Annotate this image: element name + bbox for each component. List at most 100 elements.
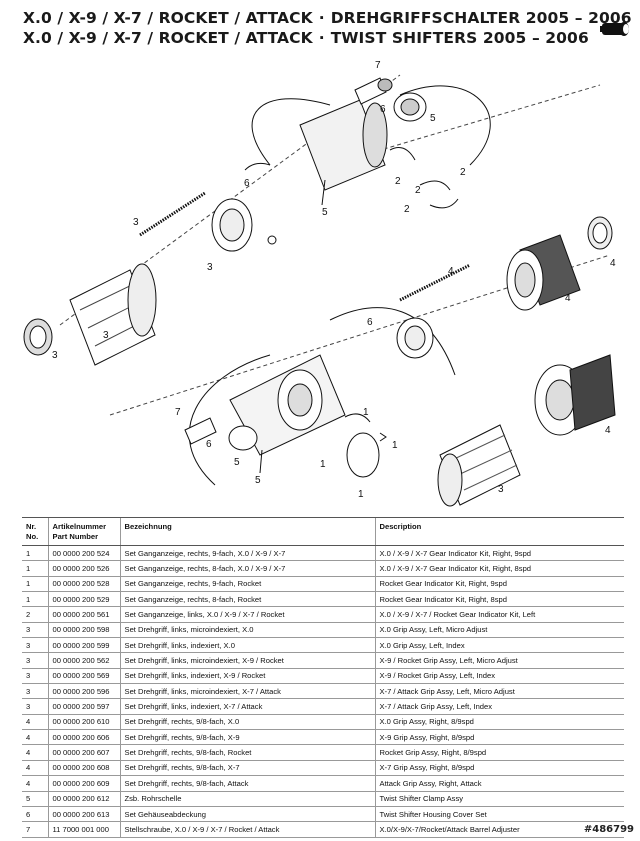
cell-part-number: 11 7000 001 000 xyxy=(47,821,120,838)
cell-bezeichnung: Set Drehgriff, rechts, 9/8-fach, Rocket xyxy=(119,744,375,761)
title-product: TWIST SHIFTERS 2005 – 2006 xyxy=(330,29,589,47)
cell-description: X-7 Grip Assy, Right, 8/9spd xyxy=(374,760,624,777)
cell-part-number: 00 0000 200 562 xyxy=(47,652,120,669)
right-indicator-part xyxy=(396,317,434,359)
title-english: X.0 / X-9 / X-7 / ROCKET / ATTACK·TWIST … xyxy=(23,28,589,48)
page-header: X.0 / X-9 / X-7 / ROCKET / ATTACK·DREHGR… xyxy=(23,8,632,48)
twist-shifter-icon xyxy=(600,22,629,36)
title-models: X.0 / X-9 / X-7 / ROCKET / ATTACK xyxy=(23,9,313,27)
title-german: X.0 / X-9 / X-7 / ROCKET / ATTACK·DREHGR… xyxy=(23,8,632,28)
exploded-parts-diagram: 7 6 5 6 2 2 2 2 5 3 3 3 3 4 4 4 6 7 6 5 … xyxy=(23,60,616,507)
cell-number: 4 xyxy=(22,744,48,761)
callout-4: 4 xyxy=(605,425,611,436)
cell-number: 1 xyxy=(22,560,48,577)
cell-description: X.0 / X-9 / X-7 / Rocket Gear Indicator … xyxy=(374,606,624,623)
cell-description: X-9 / Rocket Grip Assy, Left, Index xyxy=(374,668,624,685)
callout-6: 6 xyxy=(367,317,373,328)
callout-2: 2 xyxy=(404,204,410,215)
cell-number: 3 xyxy=(22,668,48,685)
cell-description: X.0/X-9/X-7/Rocket/Attack Barrel Adjuste… xyxy=(374,821,624,838)
callout-7: 7 xyxy=(175,407,181,418)
callout-6: 6 xyxy=(206,439,212,450)
cell-number: 7 xyxy=(22,821,48,838)
cell-number: 5 xyxy=(22,791,48,807)
cell-bezeichnung: Set Drehgriff, links, microindexiert, X-… xyxy=(119,652,375,669)
cell-number: 3 xyxy=(22,698,48,715)
cell-part-number: 00 0000 200 526 xyxy=(47,560,120,577)
left-grip-part xyxy=(69,263,157,366)
cell-description: X-7 / Attack Grip Assy, Left, Micro Adju… xyxy=(374,683,624,700)
cell-description: Twist Shifter Clamp Assy xyxy=(374,791,624,807)
cell-part-number: 00 0000 200 607 xyxy=(47,744,120,761)
cell-bezeichnung: Set Drehgriff, rechts, 9/8-fach, X-7 xyxy=(119,760,375,777)
cell-description: Rocket Gear Indicator Kit, Right, 9spd xyxy=(374,576,624,593)
cell-bezeichnung: Set Gehäuseabdeckung xyxy=(119,806,375,823)
end-ring-part xyxy=(23,318,53,356)
cell-bezeichnung: Set Drehgriff, links, microindexiert, X.… xyxy=(119,622,375,639)
cell-part-number: 00 0000 200 529 xyxy=(47,591,120,608)
cell-bezeichnung: Set Ganganzeige, rechts, 9-fach, X.0 / X… xyxy=(119,545,375,562)
cell-bezeichnung: Set Drehgriff, links, indexiert, X-7 / A… xyxy=(119,698,375,715)
callout-5: 5 xyxy=(322,207,328,218)
callout-2: 2 xyxy=(415,185,421,196)
cell-bezeichnung: Zsb. Rohrschelle xyxy=(119,791,375,807)
cell-description: X.0 Grip Assy, Right, 8/9spd xyxy=(374,714,624,731)
cell-part-number: 00 0000 200 609 xyxy=(47,775,120,792)
callout-5: 5 xyxy=(234,457,240,468)
callout-1: 1 xyxy=(392,440,398,451)
cell-bezeichnung: Set Ganganzeige, rechts, 8-fach, X.0 / X… xyxy=(119,560,375,577)
cell-part-number: 00 0000 200 606 xyxy=(47,729,120,746)
cell-number: 4 xyxy=(22,775,48,792)
cell-number: 4 xyxy=(22,729,48,746)
title-models: X.0 / X-9 / X-7 / ROCKET / ATTACK xyxy=(23,29,313,47)
cell-description: Rocket Gear Indicator Kit, Right, 8spd xyxy=(374,591,624,608)
cell-bezeichnung: Set Drehgriff, links, indexiert, X.0 xyxy=(119,637,375,654)
cell-description: Attack Grip Assy, Right, Attack xyxy=(374,775,624,792)
left-indicator-part xyxy=(211,198,277,252)
grip-sleeve-part xyxy=(437,424,521,507)
left-housing-part xyxy=(299,77,393,191)
cell-bezeichnung: Set Drehgriff, links, indexiert, X-9 / R… xyxy=(119,668,375,685)
cell-part-number: 00 0000 200 524 xyxy=(47,545,120,562)
cell-description: X.0 / X-9 / X-7 Gear Indicator Kit, Righ… xyxy=(374,545,624,562)
cell-bezeichnung: Set Drehgriff, links, microindexiert, X-… xyxy=(119,683,375,700)
col-header-description: Description xyxy=(374,517,624,546)
callout-2: 2 xyxy=(395,176,401,187)
callout-4: 4 xyxy=(565,293,571,304)
cell-part-number: 00 0000 200 569 xyxy=(47,668,120,685)
cell-part-number: 00 0000 200 599 xyxy=(47,637,120,654)
cell-description: X.0 Grip Assy, Left, Micro Adjust xyxy=(374,622,624,639)
reference-stamp: #486799 xyxy=(583,824,634,835)
col-header-bezeichnung: Bezeichnung xyxy=(119,517,375,546)
right-grip-part-upper xyxy=(506,216,613,311)
cell-part-number: 00 0000 200 613 xyxy=(47,806,120,823)
cell-description: X-9 / Rocket Grip Assy, Left, Micro Adju… xyxy=(374,652,624,669)
cell-description: X-7 / Attack Grip Assy, Left, Index xyxy=(374,698,624,715)
callout-3: 3 xyxy=(103,330,109,341)
cell-number: 3 xyxy=(22,622,48,639)
callout-1: 1 xyxy=(358,489,364,500)
cell-part-number: 00 0000 200 612 xyxy=(47,791,120,807)
callout-7: 7 xyxy=(375,60,381,71)
callout-5: 5 xyxy=(430,113,436,124)
title-product: DREHGRIFFSCHALTER 2005 – 2006 xyxy=(330,9,632,27)
right-grip-part-lower xyxy=(534,354,616,436)
callout-1: 1 xyxy=(320,459,326,470)
cell-description: Rocket Grip Assy, Right, 8/9spd xyxy=(374,744,624,761)
cell-description: X.0 Grip Assy, Left, Index xyxy=(374,637,624,654)
callout-6: 6 xyxy=(380,104,386,115)
callout-3: 3 xyxy=(207,262,213,273)
cell-bezeichnung: Set Drehgriff, rechts, 9/8-fach, X.0 xyxy=(119,714,375,731)
